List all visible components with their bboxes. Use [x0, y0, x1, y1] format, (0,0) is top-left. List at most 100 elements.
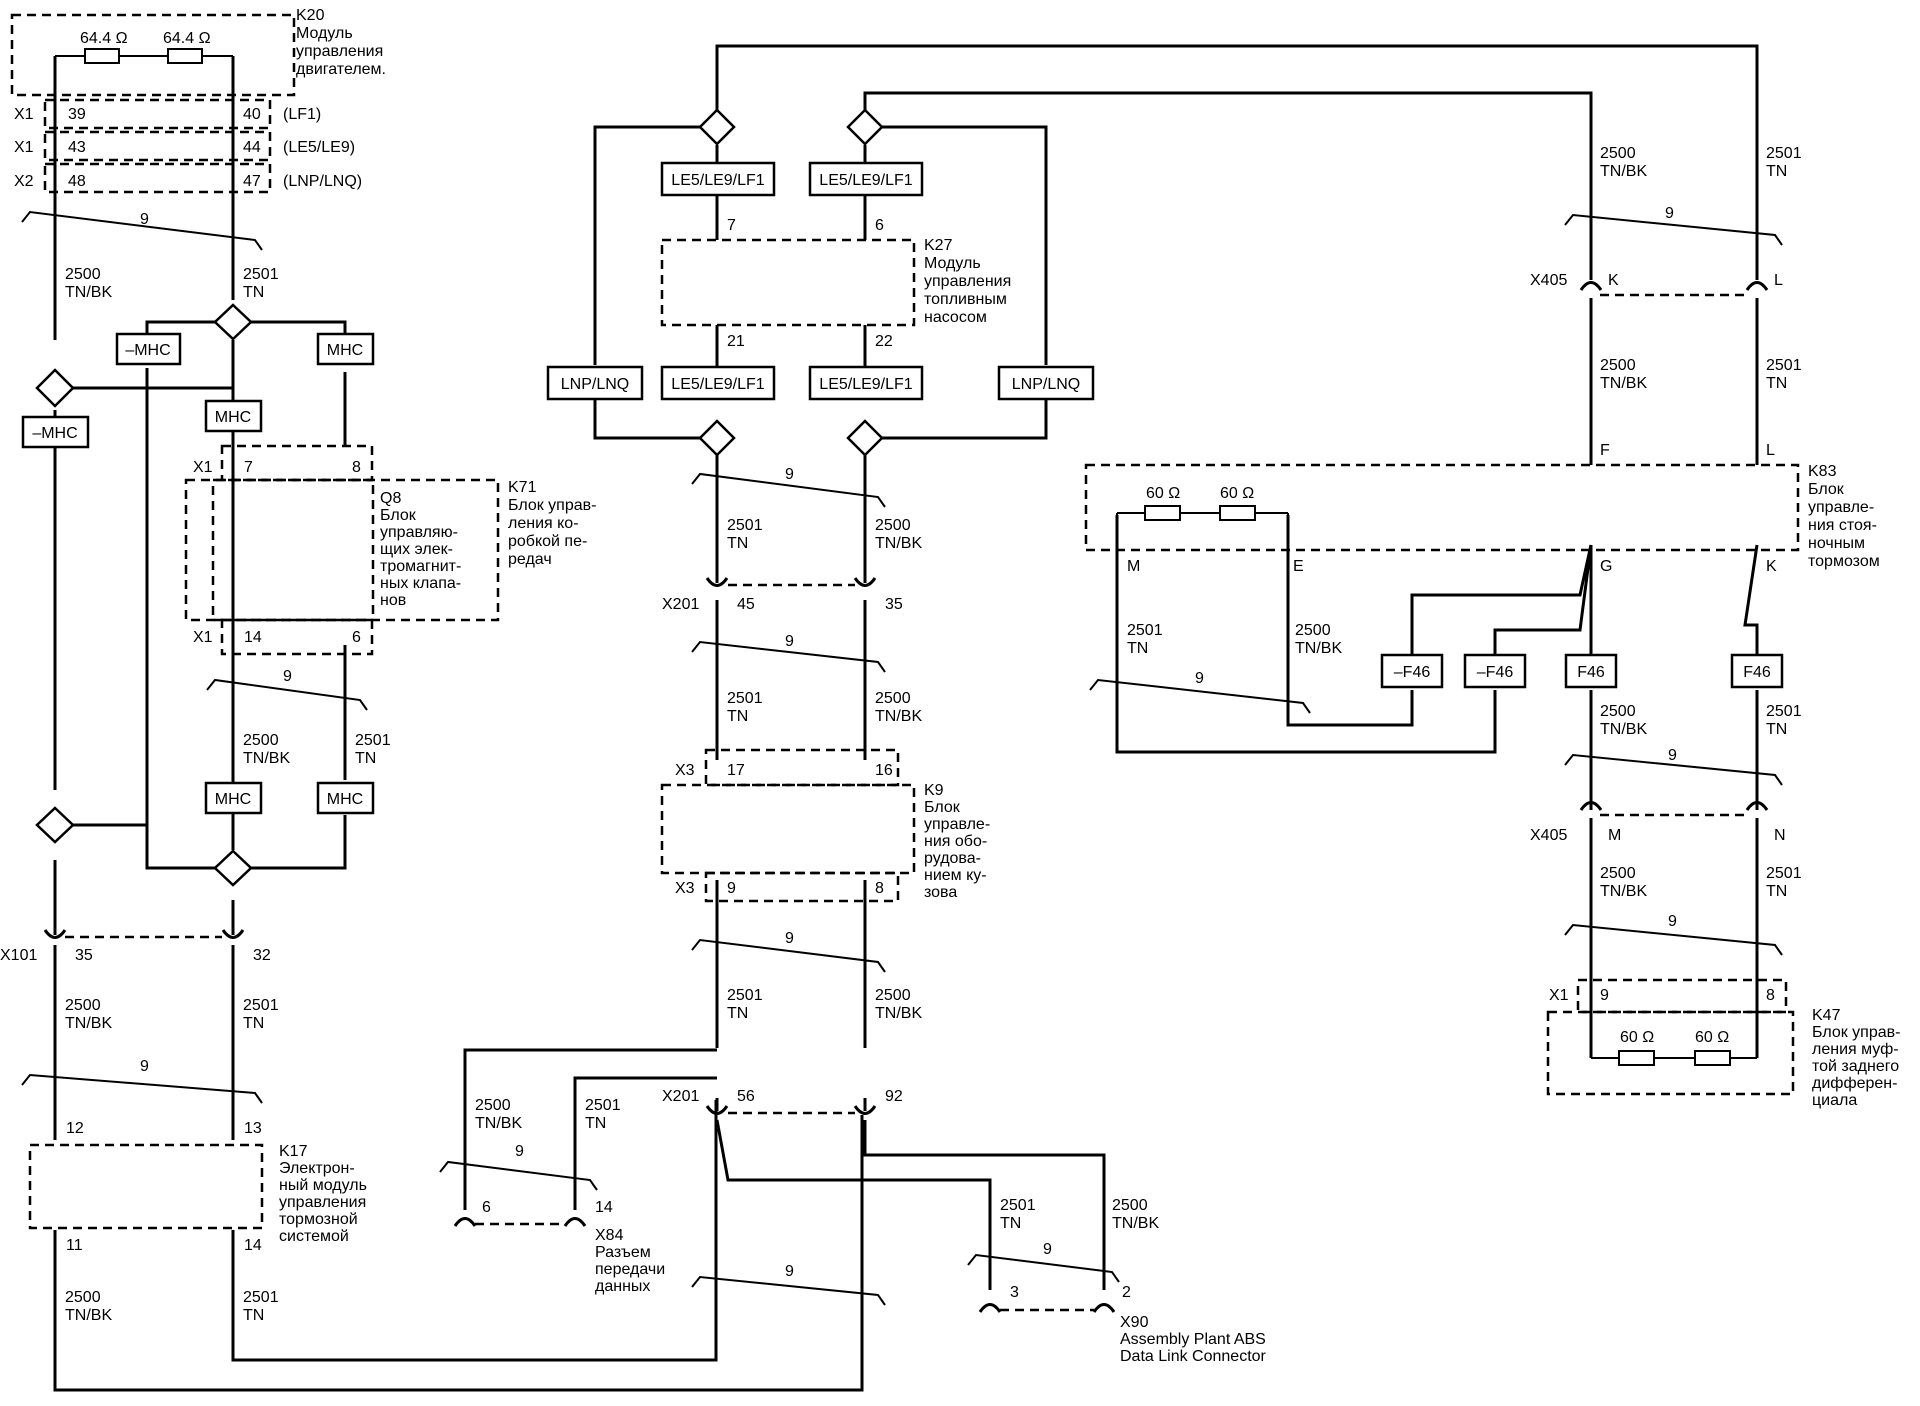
twist-x405a: [1564, 213, 1783, 246]
k9-line-5: нием ку-: [924, 867, 987, 884]
twist-marks: 9 9 9 9 9 9 9 9 9 9 9 9 9: [21, 205, 1783, 1306]
opt-lnp-2: [997, 365, 1095, 401]
cl-m2-2501: 2501: [727, 690, 763, 707]
k9-pin-9: 9: [727, 880, 736, 897]
k71-x1-bottom: X1: [193, 629, 213, 646]
opt-mhc-4-label: MHC: [327, 791, 363, 808]
k71-line-1: Блок управ-: [508, 497, 596, 514]
wire-top-2500-loop: [863, 91, 1593, 280]
k47-outline: [1546, 1010, 1795, 1096]
q8-ref: Q8: [380, 490, 401, 507]
cl-r2-tnbk: TN/BK: [1600, 375, 1647, 392]
splice-top-2500: [846, 108, 884, 146]
opt-not-mhc-1-label: –MHC: [125, 342, 170, 359]
k17-pin-11: 11: [66, 1237, 83, 1254]
k83-ref: K83: [1808, 463, 1837, 480]
cl-r3-2500: 2500: [1600, 703, 1636, 720]
k83-resistor-2-value: 60 Ω: [1220, 485, 1254, 502]
wire-x405-to-k83: [1589, 300, 1759, 465]
k20-pin-39: 39: [68, 106, 86, 123]
twist-mid-2-label: 9: [785, 633, 794, 650]
k20-pins-row3: [43, 162, 272, 194]
cl-l1-tn: TN: [243, 284, 264, 301]
k9-pin-17: 17: [727, 762, 745, 779]
cl-r4-tn: TN: [1766, 883, 1787, 900]
k20-pins-row2: [43, 130, 272, 162]
opt-le5-4: [808, 365, 924, 401]
opt-le5-1: [660, 161, 776, 197]
k20-line-3: двигателем.: [296, 61, 386, 78]
k9-line-2: управле-: [924, 816, 990, 833]
k83-pin-m: M: [1127, 558, 1140, 575]
x405b-pin-m: M: [1608, 827, 1621, 844]
cl-x84-tnbk: TN/BK: [475, 1115, 522, 1132]
x90-line-1: Assembly Plant ABS: [1120, 1331, 1266, 1348]
k20-x2: X2: [14, 173, 34, 190]
k47-pins: [1576, 978, 1788, 1014]
k20-label: K20 Модуль управления двигателем.: [296, 7, 388, 78]
module-outlines: [10, 13, 1800, 1312]
twist-x90: [967, 1253, 1120, 1283]
cl-l2-2501: 2501: [243, 997, 279, 1014]
x84-line-1: Разъем: [595, 1244, 651, 1261]
k47-label: K47 Блок управ- ления муф- той заднего д…: [1812, 1007, 1905, 1109]
cl-m1-2500: 2500: [875, 517, 911, 534]
twist-mid-2: [691, 640, 886, 673]
q8-line-3: щих элек-: [380, 541, 453, 558]
opt-not-mhc-2-label: –MHC: [32, 425, 77, 442]
cl-k71-2501: 2501: [355, 732, 391, 749]
q8-label: Q8 Блок управляю- щих элек- тромагнит- н…: [380, 490, 466, 609]
k71-label: K71 Блок управ- ления ко- робкой пе- ред…: [508, 479, 601, 568]
k71-pin-8: 8: [352, 459, 361, 476]
cl-l1-2500: 2500: [65, 266, 101, 283]
k83-pin-l: L: [1766, 442, 1775, 459]
k20-line-2: управления: [296, 43, 383, 60]
k71-ref: K71: [508, 479, 537, 496]
q8-line-4: тромагнит-: [380, 558, 461, 575]
k47-resistor-2-value: 60 Ω: [1695, 1029, 1729, 1046]
cl-m1-tn: TN: [727, 535, 748, 552]
x84-label: X84 Разъем передачи данных: [595, 1227, 670, 1295]
k27-line-4: насосом: [924, 309, 987, 326]
x201b-cup-92: [853, 1098, 877, 1115]
opt-mhc-1-label: MHC: [327, 342, 363, 359]
k47-resistor-1: [1618, 1050, 1655, 1066]
opt-le5-1-label: LE5/LE9/LF1: [671, 172, 765, 189]
x90-cup-2: [1092, 1303, 1116, 1313]
cl-l2-tn: TN: [243, 1015, 264, 1032]
opt-not-mhc-1: [115, 332, 182, 366]
twist-k71: [206, 678, 368, 711]
k83-label: K83 Блок управле- ния стоя- ночным тормо…: [1808, 463, 1881, 570]
wire-x90-branch: [715, 1119, 1106, 1290]
wire-k83-f46: [1410, 544, 1759, 655]
x84-cup-14: [563, 1217, 587, 1227]
twist-x201-bottom-label: 9: [785, 1263, 794, 1280]
cl-m2-2500: 2500: [875, 690, 911, 707]
opt-le5-3: [660, 365, 776, 401]
k20-line-1: Модуль: [296, 25, 353, 42]
connector-labels: X1 X1 X2 (LF1) (LE5/LE9) (LNP/LNQ) 39 40…: [0, 106, 1786, 1301]
opt-f46-2-label: F46: [1743, 664, 1771, 681]
k83-resistor-1-value: 60 Ω: [1146, 485, 1180, 502]
splice-left-2500-top: [35, 368, 75, 408]
x101-cup-32: [221, 922, 245, 939]
twist-k71-label: 9: [283, 668, 292, 685]
splice-mid-2501: [698, 419, 736, 457]
x90-ref: X90: [1120, 1314, 1149, 1331]
cl-r4-2500: 2500: [1600, 865, 1636, 882]
cl-r2-tn: TN: [1766, 375, 1787, 392]
cl-r3-tnbk: TN/BK: [1600, 721, 1647, 738]
x405a-cup-l: [1745, 281, 1769, 310]
cl-k83-tn: TN: [1127, 640, 1148, 657]
k47-resistor-1-value: 60 Ω: [1620, 1029, 1654, 1046]
splice-mid-2500: [846, 419, 884, 457]
cl-k83-2501: 2501: [1127, 622, 1163, 639]
k17-ref: K17: [279, 1143, 308, 1160]
opt-le5-2: [808, 161, 924, 197]
opt-not-f46-2: [1463, 653, 1527, 689]
opt-f46-1: [1564, 653, 1618, 689]
x84-ref: X84: [595, 1227, 624, 1244]
k17-pin-12: 12: [66, 1120, 84, 1137]
opt-mhc-3-label: MHC: [215, 791, 251, 808]
